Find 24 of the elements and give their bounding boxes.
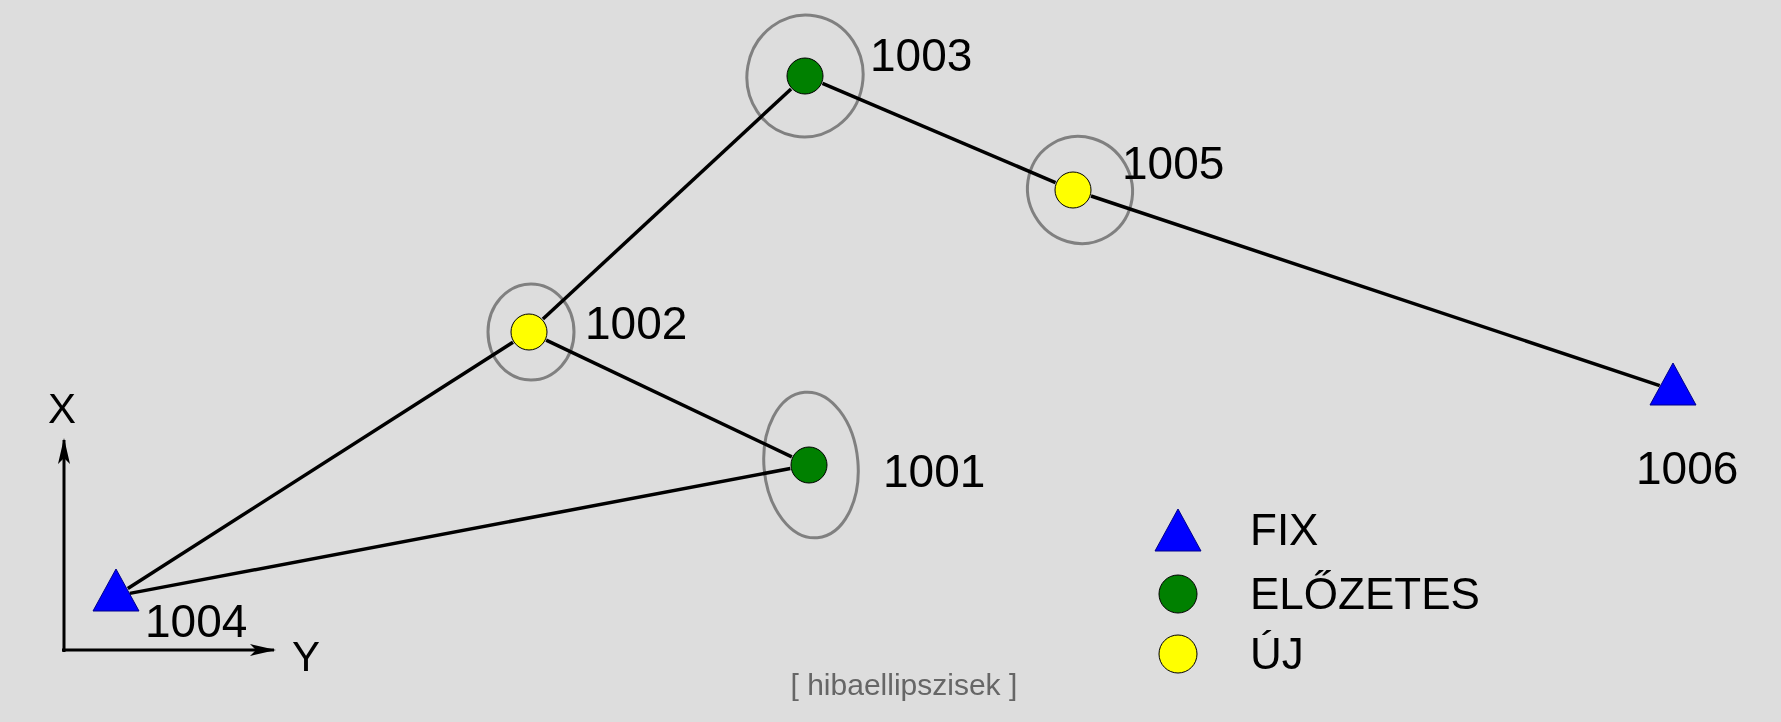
legend-label: ÚJ (1250, 632, 1304, 676)
axis-label: X (48, 388, 76, 430)
fixed-point-marker (92, 568, 140, 612)
survey-line (821, 81, 1057, 185)
point-number: 1006 (1636, 445, 1739, 491)
point-number: 1004 (145, 598, 248, 644)
survey-line (1090, 194, 1661, 388)
point-number: 1001 (883, 448, 986, 494)
survey-point-marker (786, 57, 824, 95)
legend-label: ELŐZETES (1250, 572, 1480, 616)
survey-line (129, 466, 791, 596)
survey-line (545, 338, 793, 459)
survey-point-marker (1054, 171, 1092, 209)
caption: [ hibaellipszisek ] (790, 670, 1018, 700)
point-number: 1002 (585, 300, 688, 346)
point-number: 1003 (870, 32, 973, 78)
survey-point-marker (790, 446, 828, 484)
survey-point-marker (510, 313, 548, 351)
axis-label: Y (292, 636, 320, 678)
fixed-point-marker (1649, 362, 1697, 406)
survey-line (126, 340, 514, 590)
legend-label: FIX (1250, 508, 1319, 552)
survey-line (541, 87, 793, 321)
point-number: 1005 (1122, 140, 1225, 186)
